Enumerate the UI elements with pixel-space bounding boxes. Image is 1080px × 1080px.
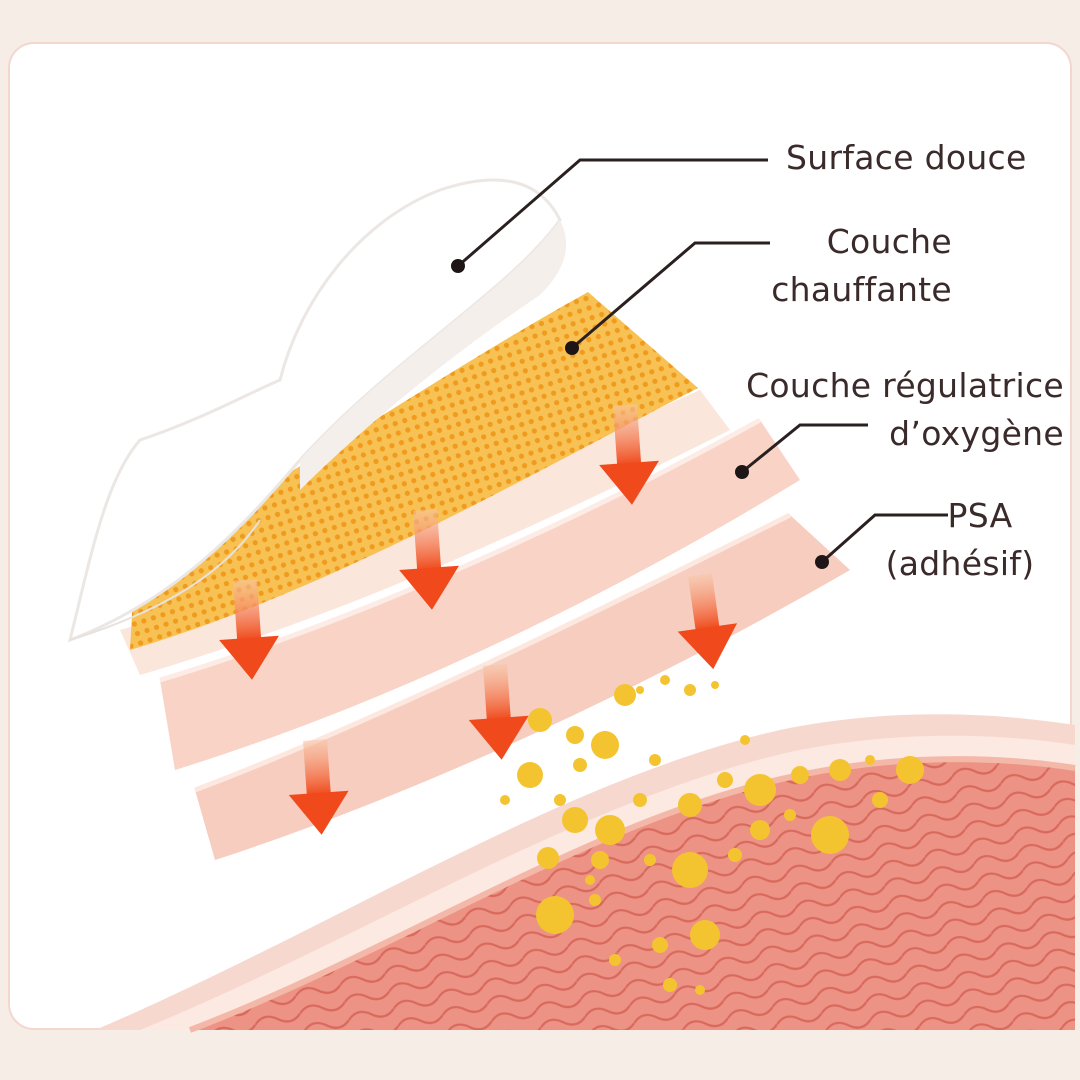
soft-surface-layer xyxy=(67,178,567,643)
leader-dot-icon xyxy=(565,341,579,355)
down-arrow-icon xyxy=(468,664,529,760)
label-psa-adhesif: PSA (adhésif) xyxy=(860,492,1060,588)
label-line: d’oxygène xyxy=(889,414,1064,453)
heat-arrows xyxy=(219,404,738,835)
skin-tissue xyxy=(95,714,1076,1033)
leader-dot-icon xyxy=(815,555,829,569)
label-couche-regulatrice: Couche régulatrice d’oxygène xyxy=(690,362,1064,458)
heat-particles xyxy=(500,675,924,995)
label-line: PSA xyxy=(947,496,1013,535)
label-line: Couche régulatrice xyxy=(746,366,1064,405)
label-line: Surface douce xyxy=(786,138,1027,177)
leader-dot-icon xyxy=(451,259,465,273)
label-line: Couche xyxy=(826,222,952,261)
down-arrow-icon xyxy=(677,573,738,670)
down-arrow-icon xyxy=(599,404,659,505)
leader-dots xyxy=(451,259,829,569)
leader-dot-icon xyxy=(735,465,749,479)
label-couche-chauffante: Couche chauffante xyxy=(700,218,952,314)
psa-layer xyxy=(194,512,850,860)
down-arrow-icon xyxy=(399,509,459,610)
leader-lines xyxy=(457,158,948,564)
label-line: chauffante xyxy=(771,270,952,309)
down-arrow-icon xyxy=(219,579,279,680)
label-line: (adhésif) xyxy=(885,544,1035,583)
down-arrow-icon xyxy=(288,739,349,835)
label-surface-douce: Surface douce xyxy=(786,134,1027,182)
